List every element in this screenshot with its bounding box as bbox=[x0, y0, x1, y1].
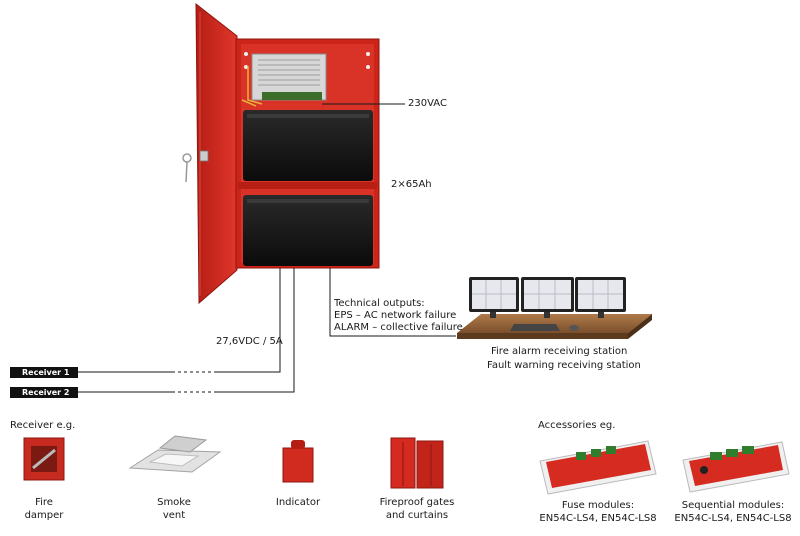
caption-line: damper bbox=[24, 509, 64, 521]
indicator-caption: Indicator bbox=[263, 497, 333, 510]
caption-line: vent bbox=[162, 509, 186, 521]
key-icon bbox=[182, 150, 209, 183]
wiring bbox=[241, 66, 263, 107]
caption-line: Fire bbox=[35, 497, 53, 508]
smoke-vent-caption: Smoke vent bbox=[144, 497, 204, 522]
caption-line: Fuse modules: bbox=[561, 500, 635, 511]
smoke-vent-icon bbox=[128, 435, 222, 473]
sequential-module-icon bbox=[682, 441, 790, 493]
technical-outputs-title: Technical outputs: bbox=[334, 298, 425, 309]
accessories-section-title: Accessories eg. bbox=[538, 420, 616, 431]
receiver-1-badge: Receiver 1 bbox=[10, 367, 78, 378]
monitor-left-icon bbox=[469, 277, 519, 318]
fire-damper-icon bbox=[23, 437, 65, 481]
technical-output-eps: EPS – AC network failure bbox=[334, 310, 457, 321]
caption-line: EN54C-LS4, EN54C-LS8 bbox=[674, 512, 792, 524]
fuse-modules-caption: Fuse modules: EN54C-LS4, EN54C-LS8 bbox=[530, 500, 666, 525]
technical-output-alarm: ALARM – collective failure bbox=[334, 322, 463, 333]
indicator-icon bbox=[282, 440, 314, 483]
battery-capacity-label: 2×65Ah bbox=[391, 179, 432, 190]
psu-module bbox=[251, 53, 327, 101]
sequential-modules-caption: Sequential modules: EN54C-LS4, EN54C-LS8 bbox=[670, 500, 796, 525]
station-label-fault-warning: Fault warning receiving station bbox=[487, 360, 641, 371]
monitor-right-icon bbox=[575, 277, 626, 318]
caption-line: and curtains bbox=[385, 509, 449, 521]
receiver2-line bbox=[10, 268, 295, 393]
fireproof-gates-icon bbox=[390, 437, 444, 489]
battery-bottom bbox=[243, 195, 373, 266]
output-voltage-label: 27,6VDC / 5A bbox=[216, 336, 283, 347]
technical-output-line bbox=[329, 268, 456, 337]
fireproof-gates-caption: Fireproof gates and curtains bbox=[372, 497, 462, 522]
fuse-module-icon bbox=[539, 440, 657, 495]
caption-line: Fireproof gates bbox=[379, 497, 455, 508]
receiver1-line bbox=[10, 268, 281, 373]
mains-voltage-label: 230VAC bbox=[408, 98, 447, 109]
monitor-center-icon bbox=[521, 277, 574, 318]
keyboard-icon bbox=[510, 324, 579, 331]
dashed-breaks bbox=[175, 371, 215, 393]
receiving-station bbox=[457, 314, 652, 339]
battery-top bbox=[243, 110, 373, 181]
receiver-2-badge: Receiver 2 bbox=[10, 387, 78, 398]
caption-line: Smoke bbox=[157, 497, 191, 508]
station-label-fire-alarm: Fire alarm receiving station bbox=[491, 346, 628, 357]
receiver-section-title: Receiver e.g. bbox=[10, 420, 76, 431]
fire-damper-caption: Fire damper bbox=[14, 497, 74, 522]
caption-line: Sequential modules: bbox=[681, 500, 785, 511]
connection-lines bbox=[10, 103, 456, 393]
caption-line: Indicator bbox=[275, 497, 321, 508]
caption-line: EN54C-LS4, EN54C-LS8 bbox=[539, 512, 657, 524]
